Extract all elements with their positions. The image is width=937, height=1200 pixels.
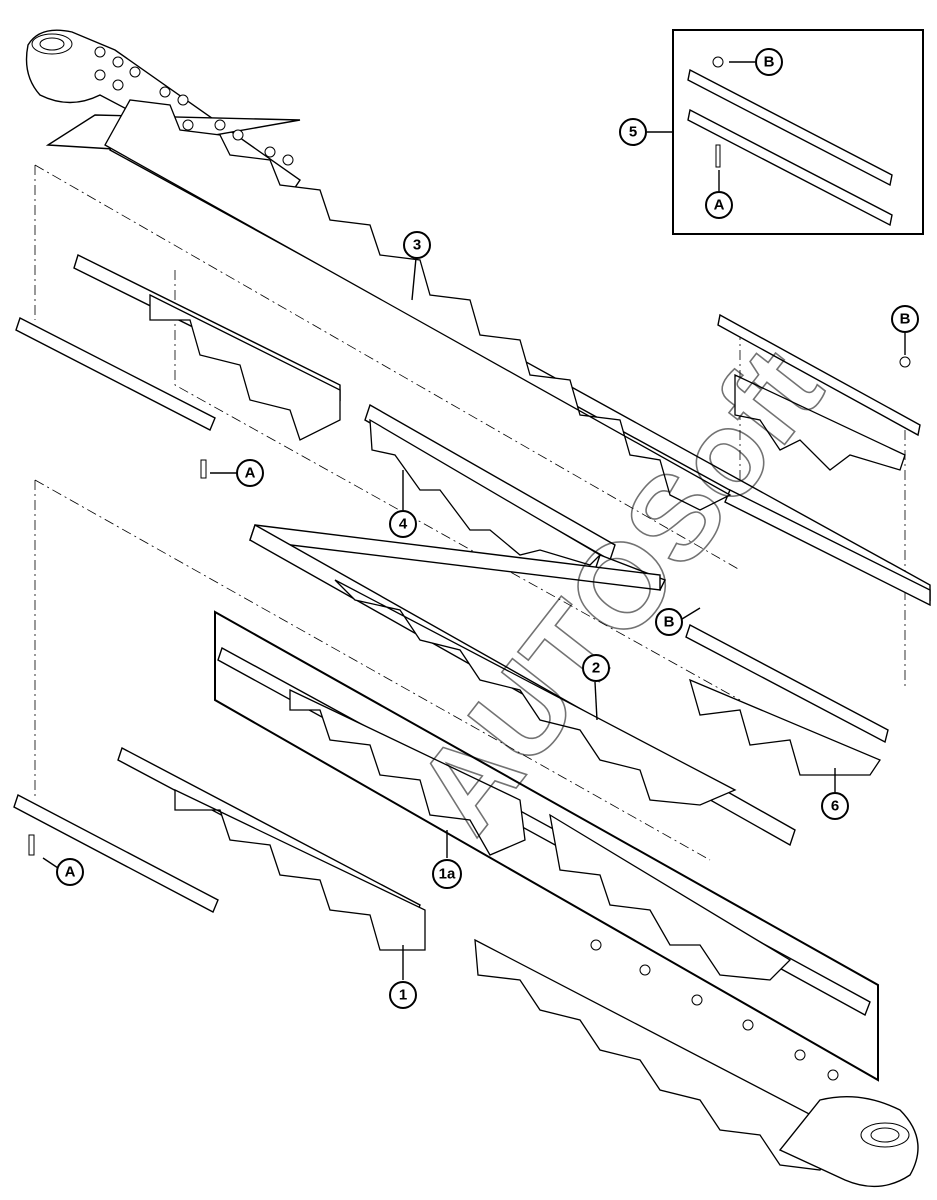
callout-6[interactable]: 6 bbox=[821, 792, 849, 820]
callout-b-mid-label: B bbox=[664, 614, 675, 631]
knife-section-right-upper bbox=[717, 313, 921, 471]
callout-2[interactable]: 2 bbox=[582, 654, 610, 682]
knife-section-1 bbox=[13, 746, 426, 951]
callout-a-detail[interactable]: A bbox=[705, 191, 733, 219]
callout-1-label: 1 bbox=[399, 987, 407, 1004]
callout-1a-label: 1a bbox=[439, 866, 456, 883]
leader-lines bbox=[42, 61, 906, 980]
blade-row-3 bbox=[104, 99, 732, 511]
callout-3-label: 3 bbox=[413, 237, 421, 254]
callout-1a[interactable]: 1a bbox=[432, 859, 462, 889]
callout-3[interactable]: 3 bbox=[403, 231, 431, 259]
callout-a-left-lower[interactable]: A bbox=[56, 858, 84, 886]
callout-b-mid[interactable]: B bbox=[655, 608, 683, 636]
callout-1[interactable]: 1 bbox=[389, 981, 417, 1009]
detail-box-5 bbox=[672, 29, 924, 235]
callout-a-left-upper-label: A bbox=[245, 465, 256, 482]
knife-section-bottom-right bbox=[474, 938, 919, 1188]
callout-4-label: 4 bbox=[399, 516, 408, 533]
callout-b-right[interactable]: B bbox=[891, 305, 919, 333]
callout-b-right-label: B bbox=[900, 311, 911, 328]
callout-6-label: 6 bbox=[831, 798, 839, 815]
callout-4[interactable]: 4 bbox=[389, 510, 417, 538]
callout-a-detail-label: A bbox=[714, 197, 725, 214]
callout-5-label: 5 bbox=[629, 124, 637, 141]
callout-2-label: 2 bbox=[592, 660, 600, 677]
callout-5[interactable]: 5 bbox=[619, 118, 647, 146]
callout-b-detail-label: B bbox=[764, 54, 775, 71]
knife-section-upper-left bbox=[15, 254, 341, 479]
callout-b-detail[interactable]: B bbox=[755, 48, 783, 76]
assembly-1a-frame bbox=[214, 610, 879, 1082]
knife-section-6 bbox=[685, 623, 889, 776]
watermark-text: AUTOSoft bbox=[390, 324, 847, 857]
callout-a-left-lower-label: A bbox=[65, 864, 76, 881]
callout-a-left-upper[interactable]: A bbox=[236, 459, 264, 487]
knife-section-2 bbox=[249, 523, 796, 847]
